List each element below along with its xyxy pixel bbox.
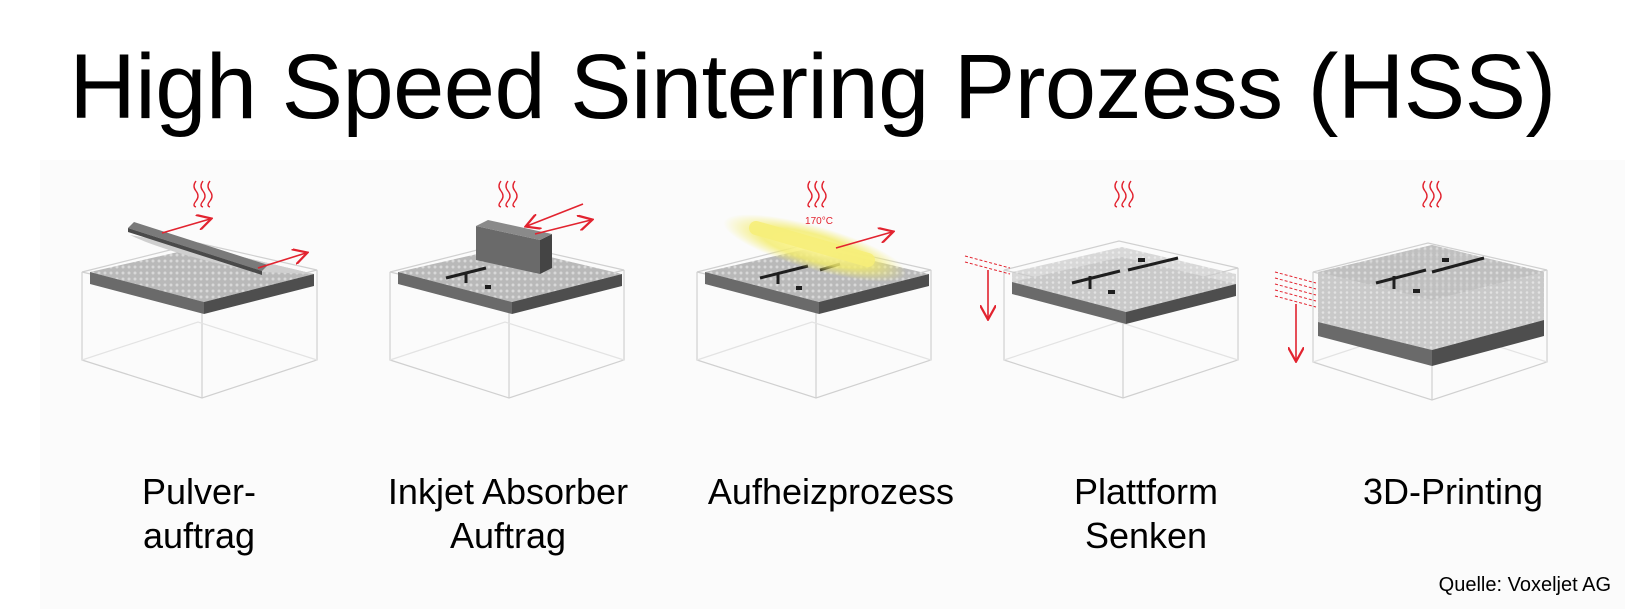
heat-icon bbox=[807, 180, 827, 208]
temperature-label: 170°C bbox=[805, 216, 833, 227]
step-label-platform-lowering: Plattform Senken bbox=[1073, 471, 1219, 556]
build-box-outline-2 bbox=[389, 242, 625, 399]
heat-icon bbox=[498, 180, 518, 208]
step-label-3d-printing: 3D-Printing bbox=[1362, 471, 1544, 512]
layer-lines bbox=[1274, 271, 1317, 308]
step-1-illustration bbox=[81, 180, 318, 399]
step-label-heating: Aufheizprozess bbox=[707, 471, 955, 512]
printed-part-pattern bbox=[445, 266, 487, 283]
step-5-illustration bbox=[1274, 180, 1548, 401]
step-2-illustration bbox=[389, 180, 625, 399]
page-title: High Speed Sintering Prozess (HSS) bbox=[69, 36, 1556, 138]
heat-icon bbox=[1114, 180, 1134, 208]
source-credit: Quelle: Voxeljet AG bbox=[1438, 574, 1611, 596]
step-3-illustration: 170°C bbox=[696, 180, 932, 399]
printed-part-pattern bbox=[1071, 256, 1179, 289]
heat-icon bbox=[193, 180, 213, 208]
layer-lines bbox=[964, 255, 1011, 275]
heat-icon bbox=[1422, 180, 1442, 208]
step-4-illustration bbox=[964, 180, 1239, 399]
step-label-inkjet: Inkjet Absorber Auftrag bbox=[387, 471, 629, 556]
printed-part-pattern bbox=[1375, 256, 1485, 289]
step-label-powder-coating: Pulver- auftrag bbox=[141, 471, 257, 556]
